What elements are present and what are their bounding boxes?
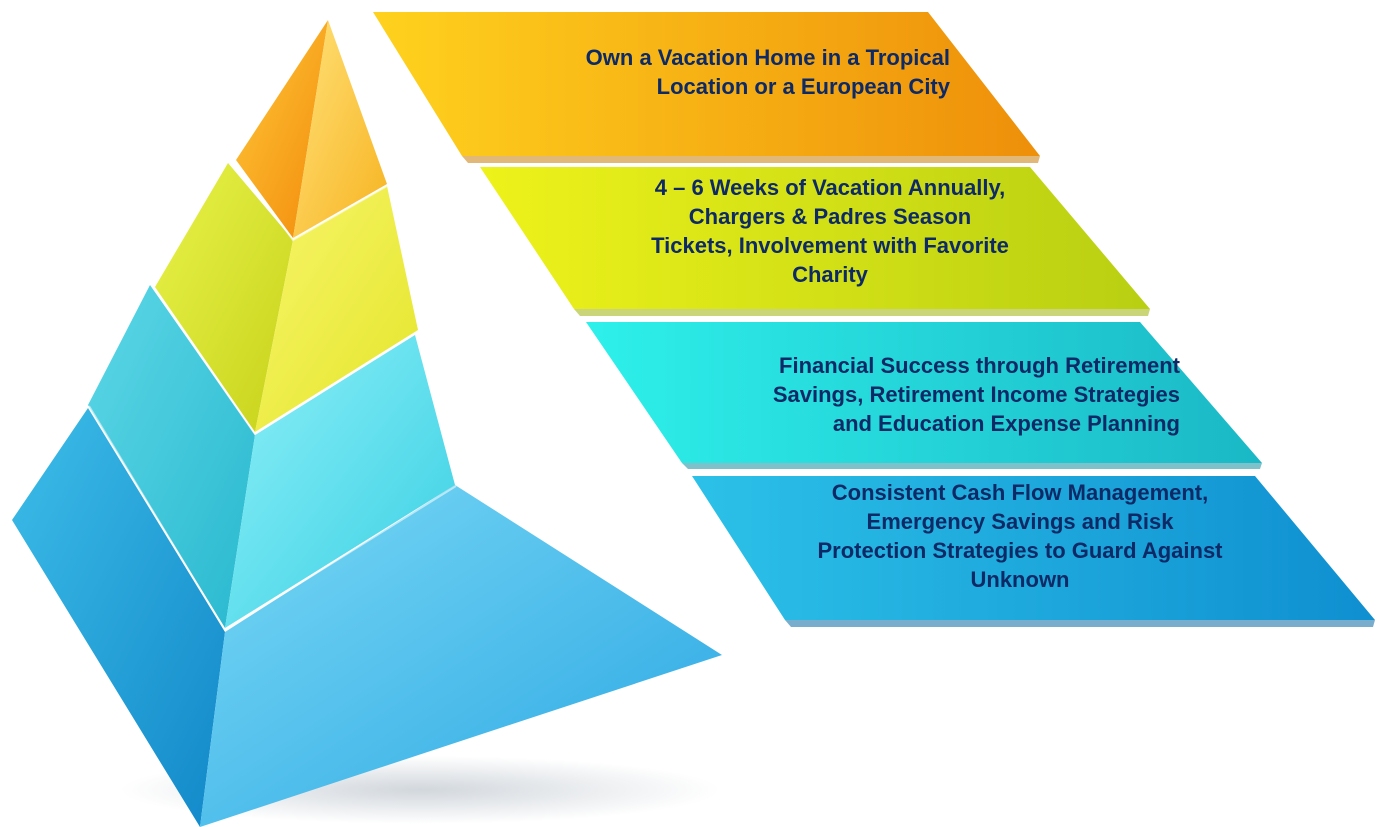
pyramid-tier-4: [12, 408, 722, 827]
tier-3-text: Financial Success through Retirement Sav…: [772, 353, 1180, 436]
banner-tier-1: [373, 12, 1040, 163]
tier-2-text: 4 – 6 Weeks of Vacation Annually, Charge…: [651, 175, 1009, 287]
tier-4-text: Consistent Cash Flow Management, Emergen…: [817, 480, 1223, 592]
pyramid-tier-3: [88, 285, 455, 628]
banner-tier-2: [480, 167, 1150, 316]
banner-tier-3: [586, 322, 1262, 469]
pyramid: [12, 20, 722, 827]
banner-tier-4: [692, 476, 1375, 627]
pyramid-tier-1: [236, 20, 387, 238]
tier-1-text: Own a Vacation Home in a Tropical Locati…: [585, 45, 950, 99]
pyramid-tier-2: [155, 163, 418, 432]
